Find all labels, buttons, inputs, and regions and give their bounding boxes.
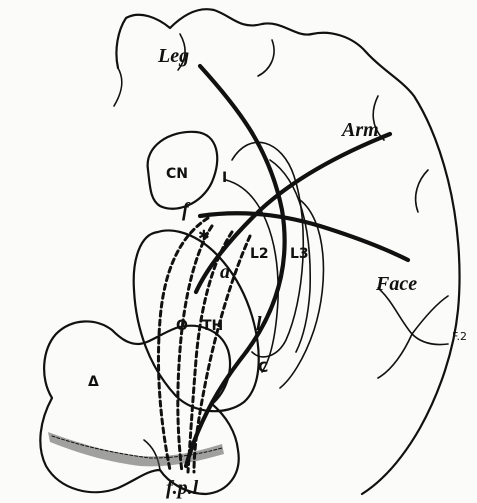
label-i: I [222, 170, 227, 186]
label-delta: Δ [88, 374, 99, 390]
fiber-dashed-1 [158, 218, 208, 470]
label-face: Face [375, 273, 417, 295]
label-c: C [258, 360, 268, 376]
cortex-sulcus-3 [258, 40, 274, 76]
label-f: f [182, 199, 191, 221]
insula-sulcus [378, 288, 448, 378]
label-a: a [220, 261, 230, 283]
cortex-sulcus-5 [416, 170, 428, 212]
label-l3: L3 [290, 246, 309, 262]
label-cn: CN [166, 166, 188, 182]
label-fpl: f.p.l [166, 477, 199, 499]
label-l: l [256, 313, 262, 335]
label-arm: Arm [340, 119, 379, 141]
claustrum-outline [280, 200, 323, 388]
label-o: O [176, 318, 188, 334]
label-th: TH [202, 318, 223, 334]
label-star: ✱ [198, 228, 210, 244]
cortex-sulcus-1 [114, 68, 122, 106]
label-l2: L2 [250, 246, 269, 262]
label-leg: Leg [157, 45, 189, 67]
label-f2: F.2 [452, 330, 467, 343]
cortex-outline [116, 9, 459, 494]
